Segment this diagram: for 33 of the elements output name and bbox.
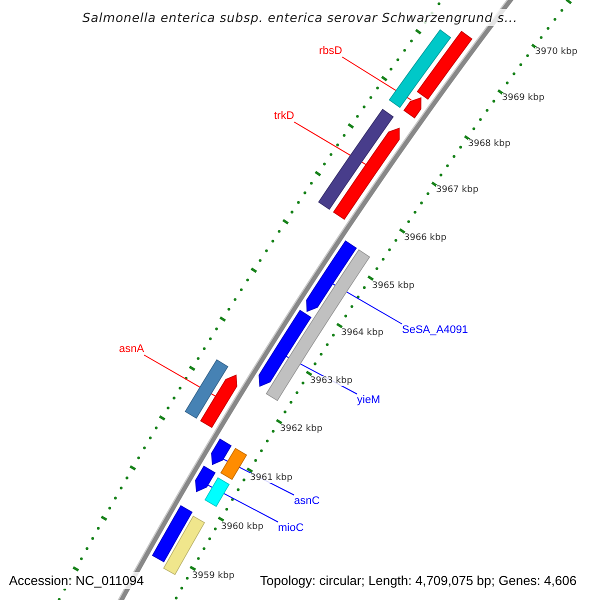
gene-block — [211, 438, 232, 466]
tick-label: 3969 kbp — [502, 93, 544, 103]
gene-block — [332, 128, 400, 220]
tick-label: 3961 kbp — [250, 473, 292, 483]
gene-block — [220, 448, 248, 480]
tick-label: 3960 kbp — [221, 522, 264, 532]
gene-block — [416, 30, 472, 100]
tick-label: 3964 kbp — [341, 328, 384, 338]
tick-label: 3970 kbp — [535, 47, 578, 57]
tick-label: 3966 kbp — [404, 233, 446, 243]
gene-label: asnA — [119, 343, 144, 355]
tick-label: 3965 kbp — [372, 281, 414, 291]
tick-label: 3962 kbp — [280, 424, 322, 434]
gene-label: rbsD — [319, 45, 342, 57]
gene-label: SeSA_A4091 — [402, 324, 468, 336]
gene-block — [388, 29, 452, 108]
gene-block — [184, 359, 228, 419]
gene-block — [306, 240, 357, 312]
gene-block — [200, 374, 238, 428]
gene-label: mioC — [278, 522, 304, 534]
tick-label: 3959 kbp — [192, 571, 234, 581]
tick-label: 3963 kbp — [310, 376, 352, 386]
gene-block — [403, 97, 422, 118]
gene-block — [258, 310, 312, 387]
tick-label: 3968 kbp — [468, 139, 510, 149]
gene-block — [152, 505, 193, 562]
gene-label: asnC — [294, 495, 320, 507]
tick-label: 3967 kbp — [436, 185, 478, 195]
gene-label: yieM — [357, 394, 380, 406]
gene-block — [204, 477, 230, 507]
gene-block — [195, 466, 216, 492]
gene-label: trkD — [274, 110, 294, 122]
gene-block — [318, 108, 394, 210]
